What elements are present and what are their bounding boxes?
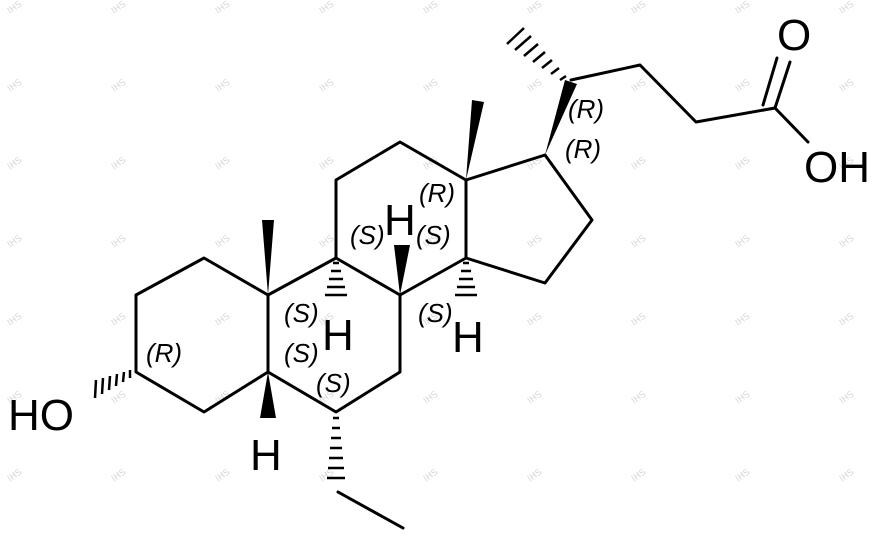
stereo-c5-label: (S) <box>284 338 319 368</box>
ring-c <box>334 140 468 297</box>
watermark-text: IHS <box>214 233 232 250</box>
watermark-text: IHS <box>734 0 752 16</box>
stereo-c20-label: (R) <box>568 94 604 124</box>
hydroxyl-label: HO <box>8 391 74 440</box>
watermark-text: IHS <box>630 77 648 94</box>
watermark-text: IHS <box>214 0 232 16</box>
c8-hydrogen-label: H <box>384 196 416 245</box>
watermark-text: IHS <box>734 311 752 328</box>
side-chain <box>569 56 810 144</box>
watermark-text: IHS <box>526 77 544 94</box>
watermark-text: IHS <box>734 155 752 172</box>
watermark-text: IHS <box>110 389 128 406</box>
watermark-text: IHS <box>214 77 232 94</box>
watermark-text: IHS <box>838 77 856 94</box>
watermark-text: IHS <box>318 155 336 172</box>
watermark-text: IHS <box>110 311 128 328</box>
c5-hydrogen-label: H <box>250 431 282 480</box>
watermark-text: IHS <box>6 311 24 328</box>
watermark-text: IHS <box>6 467 24 484</box>
watermark-text: IHS <box>526 389 544 406</box>
watermark-text: IHS <box>630 155 648 172</box>
watermark-text: IHS <box>838 389 856 406</box>
watermark-text: IHS <box>318 233 336 250</box>
watermark-text: IHS <box>318 77 336 94</box>
watermark-text: IHS <box>630 233 648 250</box>
watermark-text: IHS <box>422 77 440 94</box>
stereo-c14-label: (S) <box>418 298 453 328</box>
watermark-text: IHS <box>526 467 544 484</box>
ring-a <box>134 256 270 414</box>
ring-d <box>464 153 594 285</box>
wedge-bonds <box>260 80 577 418</box>
watermark-text: IHS <box>110 0 128 16</box>
watermark-text: IHS <box>110 155 128 172</box>
stereo-c6-label: (S) <box>316 368 351 398</box>
watermark-text: IHS <box>630 0 648 16</box>
watermark-text: IHS <box>526 311 544 328</box>
acid-hydroxyl-label: OH <box>804 143 870 192</box>
watermark-text: IHS <box>734 467 752 484</box>
watermark-text: IHS <box>214 467 232 484</box>
watermark-text: IHS <box>110 467 128 484</box>
carbonyl-oxygen-label: O <box>777 11 811 60</box>
watermark-text: IHS <box>630 311 648 328</box>
watermark-text: IHS <box>214 155 232 172</box>
stereo-c13-label: (R) <box>419 178 455 208</box>
watermark-text: IHS <box>6 77 24 94</box>
watermark-text: IHS <box>526 233 544 250</box>
stereo-c9-label: (S) <box>284 298 319 328</box>
watermark-text: IHS <box>422 467 440 484</box>
watermark-text: IHS <box>318 0 336 16</box>
watermark-text: IHS <box>838 233 856 250</box>
hash-bonds <box>93 27 567 480</box>
c9-hydrogen-label: H <box>322 311 354 360</box>
watermark-text: IHS <box>734 389 752 406</box>
ethyl-group <box>336 490 405 530</box>
watermark-text: IHS <box>526 0 544 16</box>
watermark-text: IHS <box>214 311 232 328</box>
stereo-c8-label: (S) <box>350 220 385 250</box>
watermark-text: IHS <box>422 0 440 16</box>
c14-hydrogen-label: H <box>452 313 484 362</box>
watermark-text: IHS <box>838 467 856 484</box>
stereo-c8b-label: (S) <box>416 220 451 250</box>
watermark-text: IHS <box>6 233 24 250</box>
watermark-text: IHS <box>838 311 856 328</box>
watermark-text: IHS <box>318 467 336 484</box>
watermark-text: IHS <box>110 77 128 94</box>
watermark-text: IHS <box>422 389 440 406</box>
watermark-text: IHS <box>630 467 648 484</box>
watermark-text: IHS <box>110 233 128 250</box>
watermark-text: IHS <box>630 389 648 406</box>
watermark-text: IHS <box>838 0 856 16</box>
watermark-text: IHS <box>734 233 752 250</box>
stereo-c17-label: (R) <box>565 134 601 164</box>
watermark-text: IHS <box>6 155 24 172</box>
watermark-text: IHS <box>734 77 752 94</box>
stereo-c3-label: (R) <box>146 338 182 368</box>
watermark-text: IHS <box>6 0 24 16</box>
ring-b <box>266 256 402 414</box>
